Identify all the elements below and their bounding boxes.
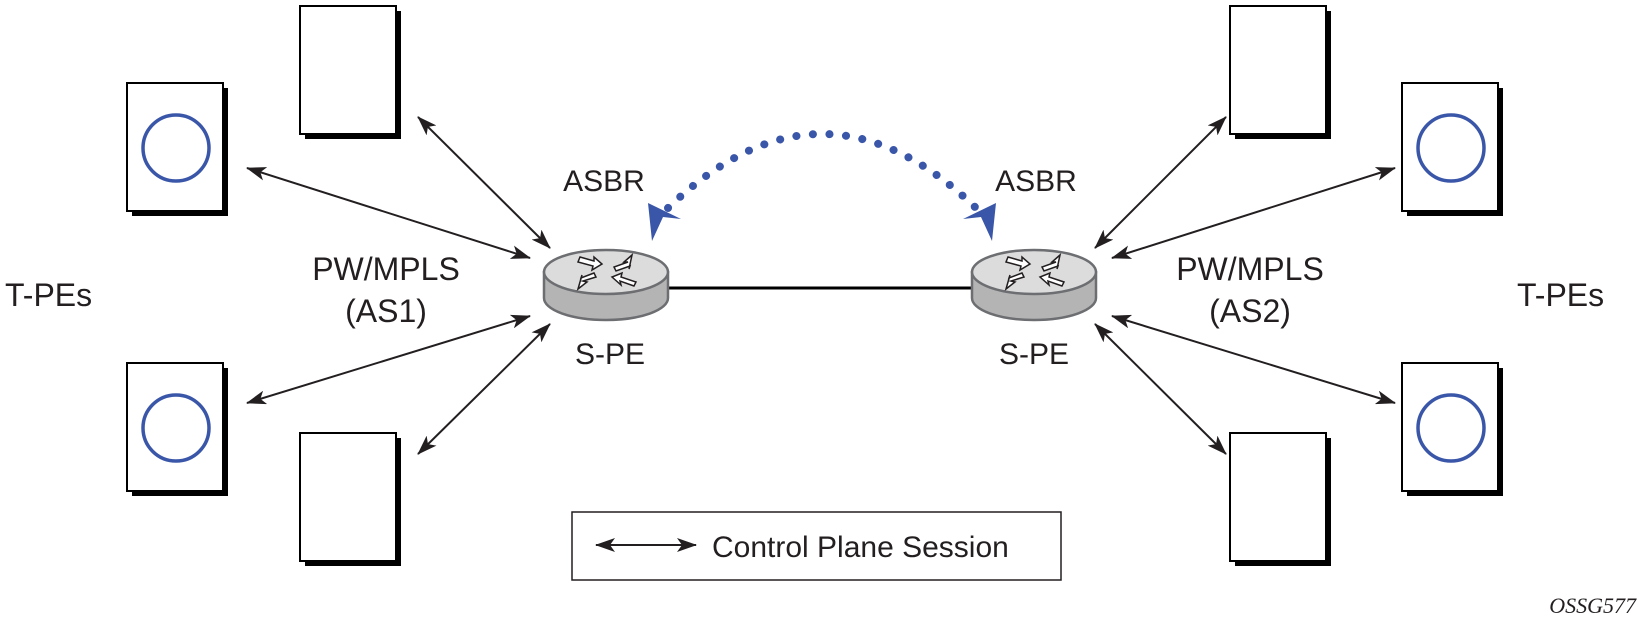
session-arrow-right-4 [1094, 323, 1227, 455]
t-pe-right-3 [1400, 361, 1505, 498]
tpes-label-left: T-PEs [5, 277, 92, 313]
pw-mpls-label-left: PW/MPLS [312, 251, 460, 287]
t-pe-left-3 [125, 361, 230, 498]
t-pe-left-1 [125, 81, 230, 218]
session-arrow-left-2 [417, 116, 551, 249]
session-arrow-right-3 [1111, 314, 1396, 405]
t-pe-left-4 [299, 432, 402, 567]
asbr-session-arc [664, 130, 980, 212]
t-pe-left-2 [299, 5, 402, 140]
t-pe-right-1 [1229, 5, 1332, 140]
t-pe-right-4 [1229, 432, 1332, 567]
as2-label: (AS2) [1209, 293, 1291, 329]
spe-label-left: S-PE [575, 338, 645, 371]
s-pe-router-left [542, 248, 670, 322]
t-pe-right-2 [1400, 81, 1505, 218]
session-arrow-right-1 [1111, 167, 1396, 259]
asbr-arrowhead-right [963, 203, 996, 241]
asbr-label-left: ASBR [563, 165, 645, 198]
session-arrow-right-2 [1094, 116, 1227, 249]
s-pe-router-right [970, 248, 1098, 322]
figure-id: OSSG577 [1549, 593, 1637, 618]
session-arrow-left-1 [246, 167, 531, 259]
legend-text: Control Plane Session [712, 531, 1009, 564]
spe-label-right: S-PE [999, 338, 1069, 371]
tpes-label-right: T-PEs [1517, 277, 1604, 313]
legend: Control Plane Session [571, 511, 1062, 581]
as1-label: (AS1) [345, 293, 427, 329]
session-arrow-left-3 [246, 314, 531, 405]
pw-mpls-label-right: PW/MPLS [1176, 251, 1324, 287]
session-arrow-left-4 [417, 323, 551, 455]
asbr-label-right: ASBR [995, 165, 1077, 198]
asbr-arrowhead-left [648, 203, 681, 241]
